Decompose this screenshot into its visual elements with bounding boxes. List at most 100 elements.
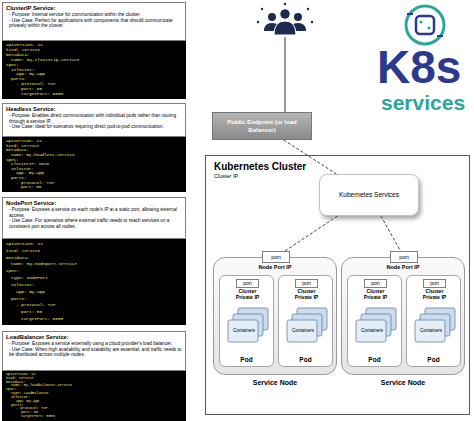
- pod-box: Cluster Private IP Pod portContainers: [347, 275, 402, 367]
- code-line: port: 80: [6, 309, 182, 316]
- logo-word: K8s: [377, 44, 461, 90]
- code-block: apiVersion: v1kind: Servicemetadata:name…: [2, 137, 186, 192]
- port-box: port: [364, 279, 387, 288]
- service-description: - Use Case: When high availability and s…: [6, 347, 182, 358]
- service-heading: Headless Service:: [6, 106, 182, 113]
- pod-ip-label: Cluster Private IP: [291, 289, 322, 301]
- code-block: apiVersion: v1kind: Servicemetadata:name…: [2, 239, 186, 325]
- code-line: app: my-app: [6, 72, 182, 77]
- code-line: kind: Service: [6, 144, 182, 149]
- container-stack: Containers: [413, 306, 457, 346]
- logo-icon: [406, 6, 444, 44]
- pod-title: Pod: [407, 356, 460, 363]
- port-box: port: [262, 251, 290, 263]
- code-line: selector:: [6, 282, 182, 289]
- port-box: port: [236, 279, 259, 288]
- container-outline: [413, 306, 457, 346]
- pod-ip-label: Cluster Private IP: [232, 289, 263, 301]
- code-line: port: 80: [6, 185, 182, 190]
- service-heading: LoadBalancer Service:: [6, 334, 182, 341]
- container-outline: [226, 306, 270, 346]
- pod-title: Pod: [348, 356, 401, 363]
- node-title: Service Node: [342, 379, 464, 386]
- container-stack: Containers: [285, 306, 329, 346]
- code-line: name: my-nodeport-service: [6, 261, 182, 268]
- code-line: metadata:: [6, 255, 182, 262]
- container-label: Containers: [356, 328, 388, 333]
- service-description: - Purpose: Exposes a service externally …: [6, 341, 182, 347]
- port-label: port: [263, 252, 289, 262]
- code-line: spec:: [6, 268, 182, 275]
- service-description: - Use Case: Perfect for applications wit…: [6, 18, 182, 29]
- services-box: Kubernetes Services: [319, 174, 419, 216]
- cluster-box: Kubernetes ClusterCluster IP Kubernetes S…: [205, 155, 470, 415]
- box-label: Public Endpoint (or load Balancer): [213, 119, 311, 134]
- pod-box: Cluster Private IP Pod portContainers: [406, 275, 461, 367]
- service-description: - Use Case: For scenarios where external…: [6, 218, 182, 229]
- code-line: name: my-loadbalancer-service: [6, 384, 182, 388]
- pod-box: Cluster Private IP Pod portContainers: [219, 275, 274, 367]
- container-label: Containers: [287, 328, 319, 333]
- node-title: Service Node: [214, 379, 336, 386]
- code-line: apiVersion: v1: [6, 241, 182, 248]
- container-outline: [285, 306, 329, 346]
- container-stack: Containers: [354, 306, 398, 346]
- code-line: kind: Service: [6, 248, 182, 255]
- port-box: port: [390, 251, 418, 263]
- code-line: ports:: [6, 296, 182, 303]
- service-card: ClusterIP Service:- Purpose: Internal se…: [2, 2, 186, 41]
- port-label: port: [424, 280, 445, 287]
- service-description: - Purpose: Exposes a service on each nod…: [6, 207, 182, 218]
- service-heading: NodePort Service:: [6, 200, 182, 207]
- code-block: apiVersion: v1kind: Servicemetadata:name…: [2, 41, 186, 99]
- code-line: - protocol: TCP: [6, 302, 182, 309]
- service-node: Node Port IPService NodeportCluster Priv…: [341, 257, 465, 375]
- code-line: app: my-app: [6, 171, 182, 176]
- port-label: port: [365, 280, 386, 287]
- code-line: type: NodePort: [6, 275, 182, 282]
- port-label: port: [296, 280, 317, 287]
- code-line: app: my-app: [6, 289, 182, 296]
- code-line: kind: Service: [6, 377, 182, 381]
- service-card: Headless Service:- Purpose: Enables dire…: [2, 103, 186, 137]
- logo-subword: services: [381, 92, 465, 113]
- port-box: port: [423, 279, 446, 288]
- container-label: Containers: [415, 328, 447, 333]
- code-line: targetPort: 8080: [6, 92, 182, 97]
- code-line: targetPort: 8080: [6, 316, 182, 323]
- users-icon: [257, 3, 313, 35]
- pod-ip-label: Cluster Private IP: [419, 289, 450, 301]
- service-heading: ClusterIP Service:: [6, 5, 182, 12]
- port-label: port: [237, 280, 258, 287]
- port-label: port: [391, 252, 417, 262]
- code-line: name: my-clusterip-service: [6, 58, 182, 63]
- code-line: name: my-headless-service: [6, 153, 182, 158]
- port-box: port: [295, 279, 318, 288]
- service-node: Node Port IPService NodeportCluster Priv…: [213, 257, 337, 375]
- box-label: Kubernetes Services: [320, 191, 418, 198]
- code-line: app: my-app: [6, 400, 182, 404]
- container-label: Containers: [228, 328, 260, 333]
- cluster-title: Kubernetes Cluster: [214, 161, 306, 172]
- code-line: kind: Service: [6, 48, 182, 53]
- service-description: - Purpose: Enables direct communication …: [6, 113, 182, 124]
- endpoint-box: Public Endpoint (or load Balancer): [212, 112, 312, 140]
- node-port-label: Node Port IP: [342, 264, 464, 270]
- pod-box: Cluster Private IP Pod portContainers: [278, 275, 333, 367]
- pod-title: Pod: [279, 356, 332, 363]
- service-card: NodePort Service:- Purpose: Exposes a se…: [2, 197, 186, 239]
- code-line: targetPort: 8080: [6, 415, 182, 419]
- service-description: - Purpose: Internal service for communic…: [6, 12, 182, 18]
- code-line: type: LoadBalancer: [6, 392, 182, 396]
- node-port-label: Node Port IP: [214, 264, 336, 270]
- pod-ip-label: Cluster Private IP: [360, 289, 391, 301]
- service-description: - Use Case: Ideal for scenarios requirin…: [6, 124, 182, 130]
- pod-title: Pod: [220, 356, 273, 363]
- user-link: [285, 37, 286, 112]
- container-outline: [354, 306, 398, 346]
- cluster-subtitle: Cluster IP: [214, 173, 238, 179]
- container-stack: Containers: [226, 306, 270, 346]
- code-block: apiVersion: v1kind: Servicemetadata:name…: [2, 371, 186, 421]
- service-card: LoadBalancer Service:- Purpose: Exposes …: [2, 331, 186, 371]
